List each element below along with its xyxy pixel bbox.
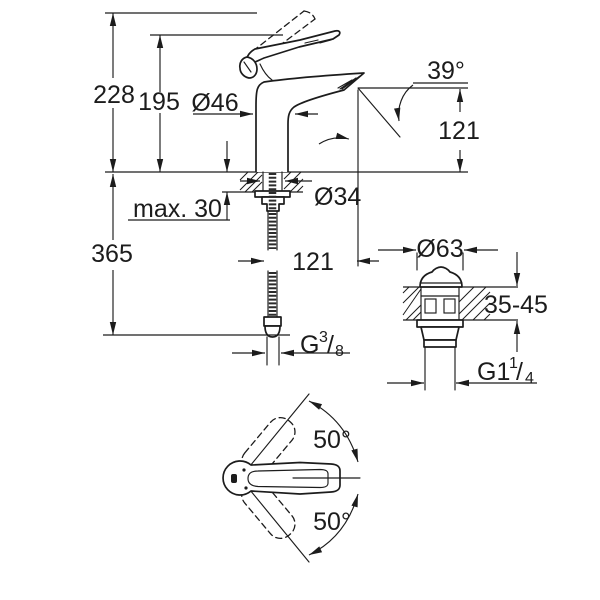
spout-body-outline [255, 72, 365, 172]
swing-limit-line-upper [249, 393, 310, 467]
waste-deck-hatching [402, 286, 491, 321]
cartridge-dome-line [259, 63, 273, 81]
spout-angle-arc [393, 84, 414, 122]
waste-washer [416, 319, 464, 328]
waste-body-window-left [424, 298, 437, 314]
handle-swing-arc-upper [308, 400, 359, 463]
hose-end-fitting [263, 316, 282, 327]
handle-swing-arc-lower [308, 493, 359, 556]
handle-pin-dot-top [242, 468, 246, 472]
lever-highlight-hatch [304, 39, 332, 45]
dim-label-deck-thickness-range: 35-45 [484, 291, 548, 319]
handle-top-view: 50° 50° [222, 393, 361, 563]
dim-label-hose-thread: G 3 / 8 [300, 320, 344, 360]
pop-up-waste-view: Ø63 35-45 G1 1 / 4 [378, 235, 548, 391]
dim-label-spout-angle: 39° [427, 57, 465, 85]
dim-label-height-to-lever: 195 [138, 88, 180, 116]
dim-label-hole-diameter: Ø34 [314, 183, 361, 211]
water-stream-line [357, 87, 401, 138]
waste-shoulder [423, 339, 457, 348]
aerator-hatch [337, 75, 361, 90]
mounting-hardware [254, 171, 291, 212]
waste-body-window-right [443, 298, 456, 314]
dim-label-flange-diameter: Ø63 [416, 235, 463, 263]
dim-label-total-height: 228 [93, 81, 135, 109]
knob-detail-line [243, 61, 252, 73]
side-view-dimensions: 228 195 Ø46 39° 121 max. 30 Ø34 121 [91, 12, 480, 360]
handle-inner-outline [247, 468, 329, 489]
waste-locknut [420, 326, 460, 341]
dim-label-waste-thread: G1 1 / 4 [477, 346, 534, 387]
supply-hose [263, 211, 282, 366]
handle-pin-dot-bottom [244, 486, 248, 490]
waste-flange-dome [419, 266, 463, 288]
dim-label-body-diameter: Ø46 [191, 89, 238, 117]
swing-limit-line-lower [249, 489, 310, 563]
dim-label-hose-length: 365 [91, 240, 133, 268]
dim-label-spout-projection: 121 [292, 248, 334, 276]
dim-label-handle-angle-up: 50° [313, 426, 351, 454]
stream-direction-arc [318, 132, 350, 145]
lever-outline [245, 29, 341, 65]
dim-label-max-deck-thickness: max. 30 [133, 195, 222, 223]
dim-label-spout-height: 121 [438, 117, 480, 145]
handle-marker-slot [231, 474, 237, 483]
dim-label-handle-angle-down: 50° [313, 508, 351, 536]
faucet-side-view [238, 10, 365, 172]
hose-end-ball [264, 325, 281, 338]
deck-cross-section [105, 171, 468, 193]
